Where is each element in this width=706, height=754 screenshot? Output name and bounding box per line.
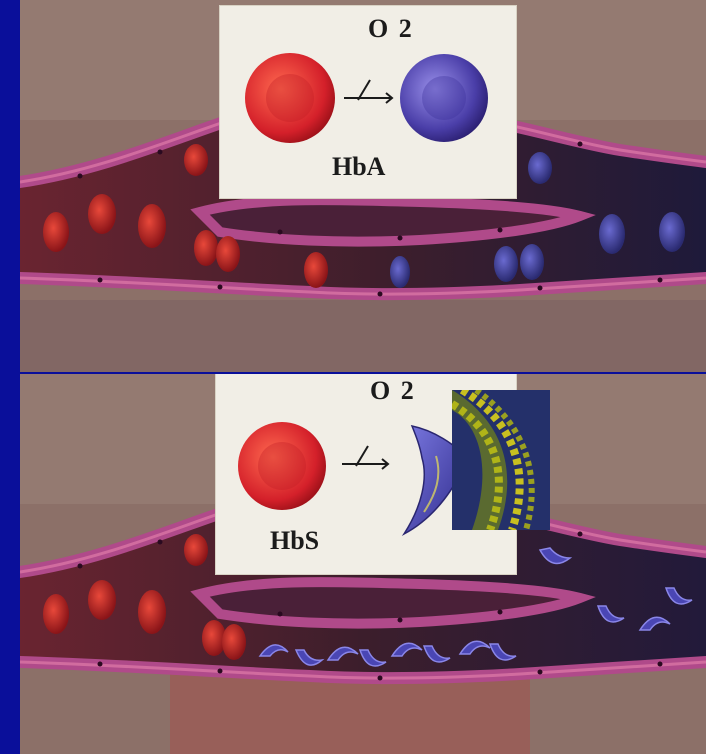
oxygenated-red-cell-icon	[238, 422, 326, 510]
deoxygenation-arrow-icon	[342, 446, 388, 469]
hbs-label: HbS	[270, 526, 319, 556]
deoxygenated-blue-cell-icon	[400, 54, 488, 142]
hba-label: HbA	[332, 152, 385, 182]
hba-label-card: O 2	[220, 6, 516, 198]
hbs-panel: O 2	[20, 374, 706, 754]
hba-panel: O 2	[20, 0, 706, 372]
hbs-polymer-fiber-inset	[452, 390, 550, 530]
deoxygenation-arrow-icon	[344, 80, 392, 103]
oxygenated-red-cell-icon	[245, 53, 335, 143]
